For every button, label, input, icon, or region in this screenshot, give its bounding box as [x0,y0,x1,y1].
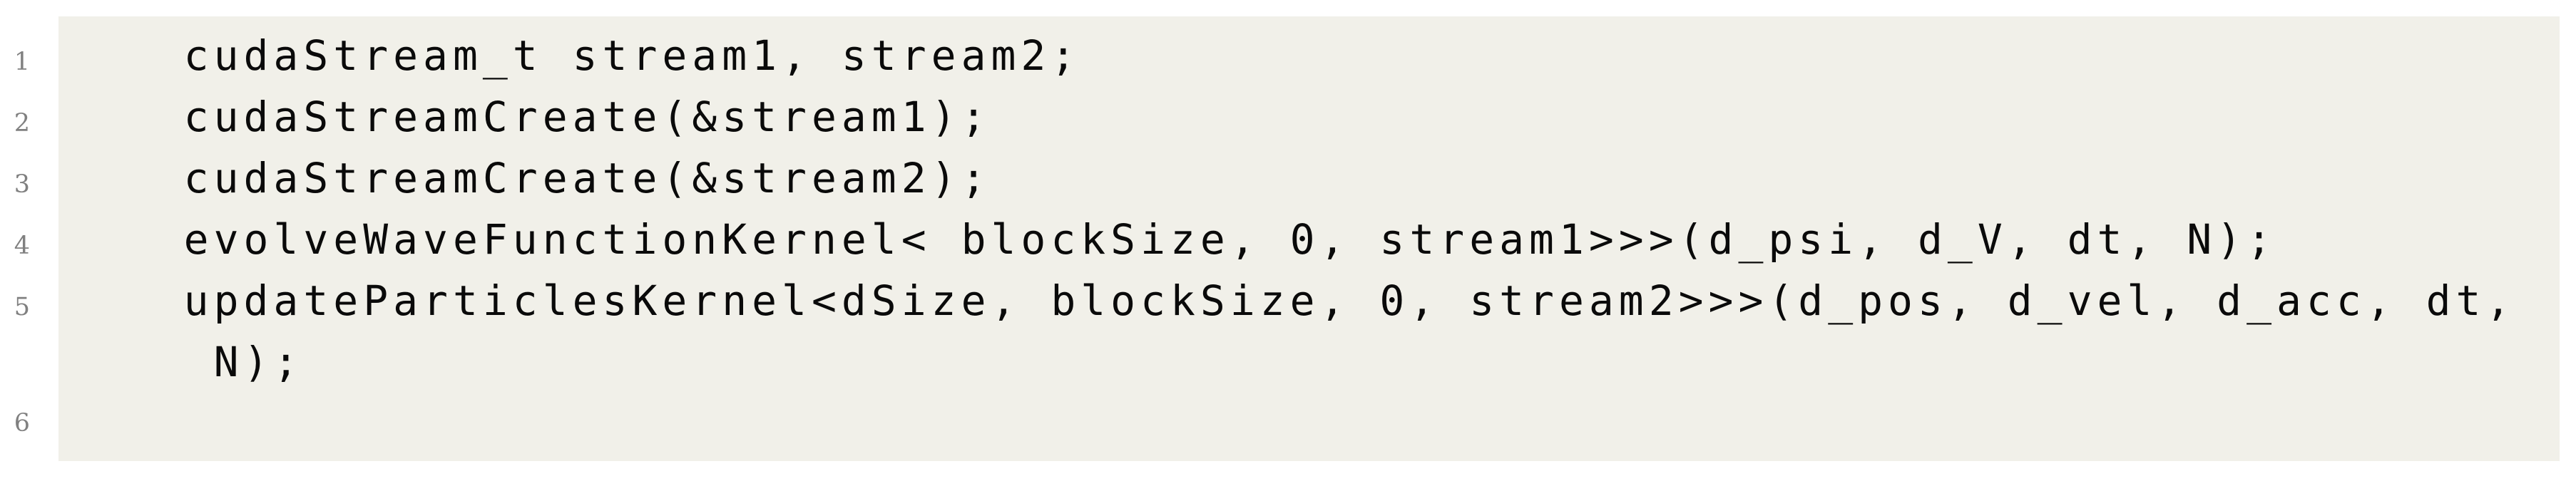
line-number: 2 [14,109,30,138]
line-number: 5 [14,293,30,321]
code-text: updateParticlesKernel<dSize, blockSize, … [64,276,2516,325]
code-line: 5 updateParticlesKernel<dSize, blockSize… [0,270,2576,331]
code-rows: 1 cudaStream_t stream1, stream2;2 cudaSt… [0,25,2576,454]
code-line: 2 cudaStreamCreate(&stream1); [0,86,2576,148]
code-listing-background [58,16,2560,461]
line-number: 3 [14,170,30,199]
code-line: 3 cudaStreamCreate(&stream2); [0,148,2576,209]
line-number: 1 [14,48,30,76]
code-line: 6 [0,393,2576,454]
code-text: cudaStreamCreate(&stream1); [64,93,991,141]
code-line: 4 evolveWaveFunctionKernel< blockSize, 0… [0,209,2576,270]
code-text: evolveWaveFunctionKernel< blockSize, 0, … [64,215,2277,264]
line-number: 6 [14,409,30,438]
code-line: 1 cudaStream_t stream1, stream2; [0,25,2576,86]
code-text: N); [64,338,304,386]
line-number: 4 [14,232,30,260]
code-text: cudaStreamCreate(&stream2); [64,154,991,202]
code-line: N); [0,331,2576,393]
code-text: cudaStream_t stream1, stream2; [64,31,1081,80]
